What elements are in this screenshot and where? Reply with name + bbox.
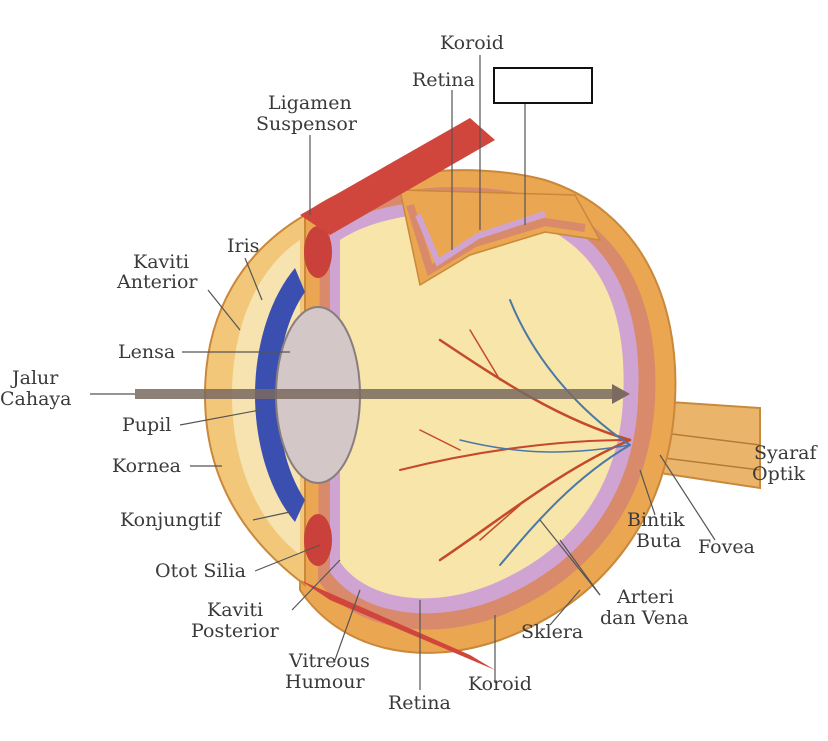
blank-answer-box[interactable] xyxy=(493,67,593,104)
label-kaviti-anterior-1: Kaviti xyxy=(133,251,190,273)
label-bintik-2: Buta xyxy=(636,530,682,552)
ciliary-muscle-bottom xyxy=(304,514,332,566)
label-lensa: Lensa xyxy=(118,341,176,363)
leader-lines xyxy=(90,55,716,690)
label-ligamen-2: Suspensor xyxy=(256,113,357,135)
label-sklera: Sklera xyxy=(521,621,584,643)
light-path-arrowhead xyxy=(612,384,630,404)
label-retina-bottom: Retina xyxy=(388,692,451,714)
label-konjungtif: Konjungtif xyxy=(120,509,221,531)
extraocular-muscle-top xyxy=(300,118,495,235)
label-syaraf-1: Syaraf xyxy=(754,442,817,464)
label-arteri-2: dan Vena xyxy=(600,607,689,629)
blood-vessels xyxy=(399,299,632,566)
label-iris: Iris xyxy=(227,235,260,257)
label-kaviti-posterior-1: Kaviti xyxy=(207,599,264,621)
vitreous-humour xyxy=(340,212,624,599)
label-jalur-2: Cahaya xyxy=(0,388,72,410)
label-fovea: Fovea xyxy=(698,536,755,558)
label-otot-silia: Otot Silia xyxy=(155,560,246,582)
label-koroid-bottom: Koroid xyxy=(468,673,532,695)
label-kaviti-posterior-2: Posterior xyxy=(191,620,279,642)
label-ligamen-1: Ligamen xyxy=(268,92,352,114)
label-jalur-1: Jalur xyxy=(12,367,59,389)
label-pupil: Pupil xyxy=(122,414,172,436)
label-vitreous-1: Vitreous xyxy=(289,650,370,672)
label-arteri-1: Arteri xyxy=(617,586,674,608)
label-syaraf-2: Optik xyxy=(752,463,805,485)
ciliary-muscle-top xyxy=(304,226,332,278)
label-retina-top: Retina xyxy=(412,69,475,91)
extraocular-muscle-bottom xyxy=(300,580,495,670)
label-vitreous-2: Humour xyxy=(285,671,365,693)
label-koroid-top: Koroid xyxy=(440,32,504,54)
label-kaviti-anterior-2: Anterior xyxy=(117,271,198,293)
label-bintik-1: Bintik xyxy=(627,509,685,531)
iris xyxy=(255,268,305,522)
label-kornea: Kornea xyxy=(112,455,182,477)
